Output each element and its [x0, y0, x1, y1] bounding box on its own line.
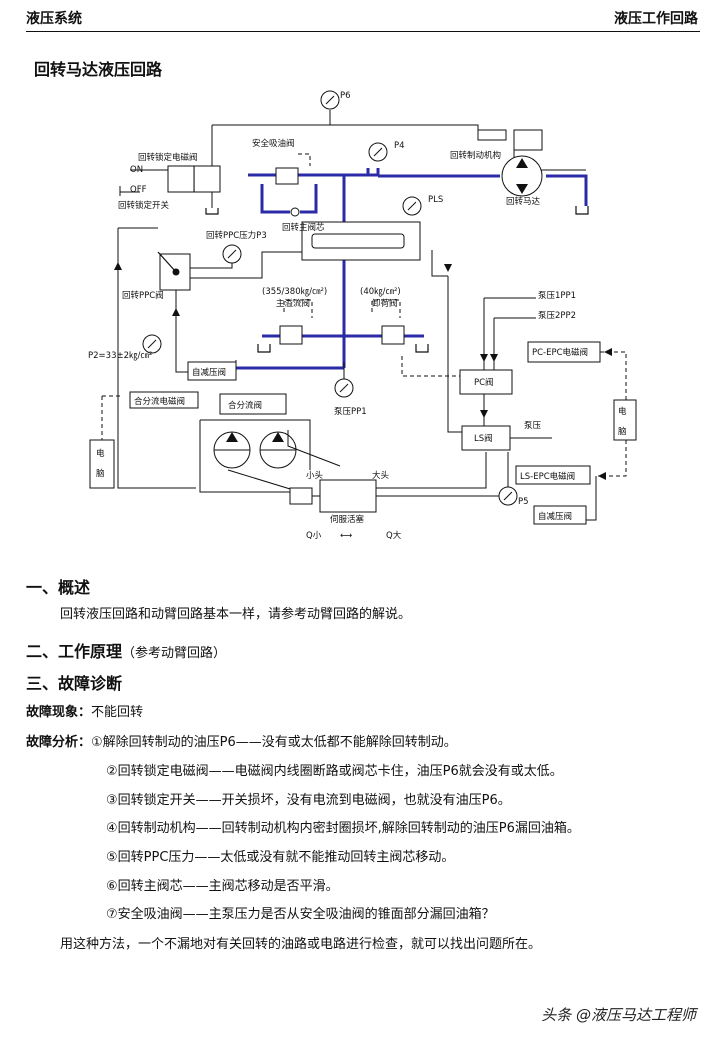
label-p6: P6 — [340, 91, 351, 101]
conclusion-text: 用这种方法，一个不漏地对有关回转的油路或电路进行检查，就可以找出问题所在。 — [60, 937, 542, 952]
label-small-head: 小头 — [306, 470, 324, 481]
label-p2: P2=33±2㎏/㎝² — [88, 351, 152, 361]
label-unload-valve: 卸荷阀 — [372, 298, 398, 309]
label-ppc-pressure: 回转PPC压力P3 — [206, 230, 267, 241]
label-safety-valve: 安全吸油阀 — [252, 138, 295, 149]
header-rule — [26, 31, 700, 32]
label-computer-left-1: 电 — [96, 448, 105, 459]
label-ppc-valve: 回转PPC阀 — [122, 290, 164, 301]
fault-analysis-item-1: 故障分析：①解除回转制动的油压P6——没有或太低都不能解除回转制动。 — [26, 735, 457, 750]
fault-analysis-item-3: ③回转锁定开关——开关损坏，没有电流到电磁阀，也就没有油压P6。 — [106, 793, 511, 808]
page-title: 回转马达液压回路 — [34, 60, 163, 79]
label-swing-brake: 回转制动机构 — [450, 150, 501, 161]
swing-hydraulic-circuit-diagram: P6 安全吸油阀 P4 回转锁定电磁阀 回转制动机构 ON OFF 回转锁定开关… — [88, 90, 637, 541]
label-ls-valve: LS阀 — [474, 434, 493, 444]
header-left: 液压系统 — [26, 11, 82, 27]
label-main-relief: 主溢流阀 — [276, 298, 310, 309]
label-ls-epc: LS-EPC电磁阀 — [520, 471, 575, 482]
label-pressure-355: (355/380㎏/㎝²) — [262, 287, 327, 297]
label-merge-solenoid: 合分流电磁阀 — [134, 396, 185, 407]
label-off: OFF — [130, 185, 147, 195]
fault-analysis-item-5: ⑤回转PPC压力——太低或没有就不能推动回转主阀芯移动。 — [106, 850, 455, 865]
label-computer-right-1: 电 — [618, 406, 627, 417]
label-computer-right-2: 脑 — [618, 426, 627, 437]
fault-analysis-item-2: ②回转锁定电磁阀——电磁阀内线圈断路或阀芯卡住，油压P6就会没有或太低。 — [106, 764, 563, 779]
label-pls: PLS — [428, 195, 443, 205]
label-pc-valve: PC阀 — [474, 378, 494, 388]
fault-analysis-item-7: ⑦安全吸油阀——主泵压力是否从安全吸油阀的锥面部分漏回油箱？ — [106, 907, 495, 922]
label-swing-lock-solenoid: 回转锁定电磁阀 — [138, 152, 198, 163]
label-q-arrow: ⟷ — [340, 531, 352, 541]
fault-phenomenon: 故障现象：不能回转 — [26, 705, 144, 720]
label-merge-valve: 合分流阀 — [228, 400, 262, 411]
section-diagnosis-heading: 三、故障诊断 — [26, 674, 123, 693]
overview-text: 回转液压回路和动臂回路基本一样，请参考动臂回路的解说。 — [60, 607, 412, 622]
label-q-small: Q小 — [306, 530, 322, 541]
section-overview-heading: 一、概述 — [26, 578, 91, 597]
label-swing-motor: 回转马达 — [506, 196, 541, 207]
label-servo-piston: 伺服活塞 — [330, 514, 365, 525]
fault-analysis-item-6: ⑥回转主阀芯——主阀芯移动是否平滑。 — [106, 879, 339, 894]
label-p4: P4 — [394, 141, 405, 151]
label-pc-epc: PC-EPC电磁阀 — [532, 347, 588, 358]
label-swing-lock-switch: 回转锁定开关 — [118, 200, 170, 211]
label-computer-left-2: 脑 — [96, 468, 105, 479]
label-swing-main-spool: 回转主阀芯 — [282, 222, 325, 233]
label-big-head: 大头 — [372, 470, 390, 481]
label-q-big: Q大 — [386, 530, 402, 541]
fault-analysis-item-4: ④回转制动机构——回转制动机构内密封圈损坏,解除回转制动的油压P6漏回油箱。 — [106, 821, 580, 836]
label-pump2: 泵压2PP2 — [538, 311, 576, 321]
label-self-reducing-2: 自减压阀 — [538, 511, 572, 522]
label-pump-pp1: 泵压PP1 — [334, 407, 367, 417]
label-on: ON — [130, 165, 143, 175]
label-pump-pressure: 泵压 — [524, 421, 542, 431]
label-self-reducing: 自减压阀 — [192, 367, 226, 378]
label-pump1: 泵压1PP1 — [538, 291, 576, 301]
label-p5: P5 — [518, 497, 529, 507]
watermark: 头条 @液压马达工程师 — [541, 1006, 696, 1024]
label-pressure-40: (40㎏/㎝²) — [360, 287, 401, 297]
section-principle-heading: 二、工作原理（参考动臂回路） — [26, 642, 227, 661]
header-right: 液压工作回路 — [614, 11, 698, 27]
